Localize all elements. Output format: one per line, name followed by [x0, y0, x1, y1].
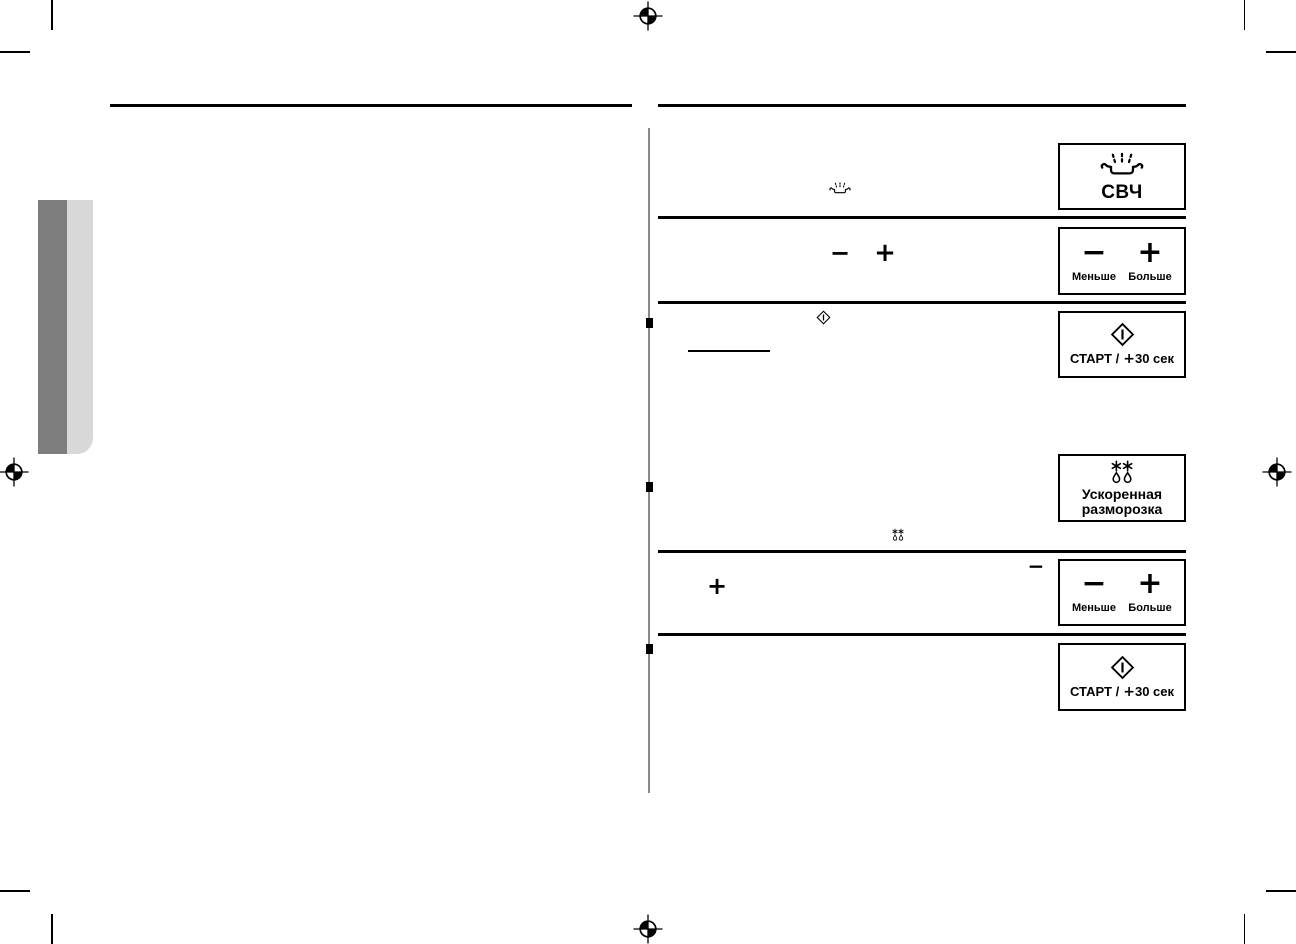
- start-diamond-icon-2: [1110, 655, 1135, 680]
- inline-defrost-icon: [890, 528, 906, 543]
- minus-label: Меньше: [1072, 270, 1116, 283]
- crop-mark-top-left-h: [0, 51, 30, 53]
- inline-start-diamond-icon: [816, 310, 831, 325]
- plus-label-2: Больше: [1128, 602, 1172, 614]
- start-label-suffix-2: 30 сек: [1134, 683, 1175, 699]
- plus-icon: +: [1137, 234, 1163, 270]
- section-marker-3: [646, 644, 653, 654]
- start-button-label: СТАРТ /+30 сек: [1070, 351, 1174, 367]
- inline-minus-symbol: −: [829, 239, 851, 267]
- inline-plus-symbol-2: +: [706, 572, 728, 600]
- crop-mark-top-right-h: [1266, 51, 1296, 53]
- right-column-top-rule: [658, 104, 1186, 107]
- underline-blank: [688, 350, 770, 352]
- inline-minus-symbol-2: −: [1027, 554, 1045, 578]
- section-rule-1: [658, 216, 1186, 219]
- registration-mark-right-icon: [1262, 457, 1292, 487]
- inline-microwave-icon: [829, 180, 851, 196]
- plus-label: Больше: [1128, 270, 1172, 283]
- start-button-illustration-1: СТАРТ /+30 сек: [1058, 311, 1186, 378]
- registration-mark-top-icon: [633, 1, 663, 31]
- crop-mark-bottom-right-v: [1243, 914, 1245, 944]
- inline-plus-symbol: +: [874, 238, 896, 268]
- start-label-prefix: СТАРТ /: [1069, 351, 1120, 366]
- defrost-icon: [1107, 460, 1137, 487]
- start-label-plus-2: +: [1123, 683, 1135, 700]
- power-level-button-illustration: − Меньше + Больше: [1058, 227, 1186, 295]
- microwave-steam-icon: [1100, 149, 1144, 179]
- registration-mark-left-icon: [0, 457, 29, 487]
- minus-icon: −: [1081, 234, 1107, 270]
- start-diamond-icon: [1110, 322, 1135, 347]
- weight-button-illustration: − Меньше + Больше: [1058, 559, 1186, 626]
- start-button-label-2: СТАРТ /+30 сек: [1070, 684, 1174, 700]
- section-rule-2: [658, 301, 1186, 304]
- crop-mark-top-left-v: [51, 0, 53, 30]
- chapter-side-tab: [38, 200, 93, 454]
- crop-mark-bottom-right-h: [1266, 890, 1296, 892]
- section-rule-4: [658, 633, 1186, 636]
- chapter-side-tab-light: [67, 200, 93, 454]
- section-marker-2: [646, 482, 653, 492]
- crop-mark-bottom-left-h: [0, 890, 30, 892]
- section-rule-3: [658, 550, 1186, 553]
- section-marker-1: [646, 318, 653, 328]
- plus-column-2: + Больше: [1122, 566, 1178, 615]
- crop-mark-bottom-left-v: [51, 914, 53, 944]
- plus-column: + Больше: [1122, 234, 1178, 283]
- minus-plus-row: − Меньше + Больше: [1066, 234, 1178, 283]
- defrost-label-line1: Ускоренная: [1081, 485, 1163, 502]
- column-divider: [648, 128, 650, 793]
- minus-column-2: − Меньше: [1066, 566, 1122, 615]
- defrost-button-illustration: Ускоренная разморозка: [1058, 454, 1186, 522]
- left-column-top-rule: [110, 104, 632, 107]
- microwave-button-illustration: СВЧ: [1058, 143, 1186, 210]
- minus-icon-2: −: [1081, 566, 1107, 601]
- start-label-plus: +: [1123, 351, 1135, 367]
- minus-plus-row-2: − Меньше + Больше: [1066, 566, 1178, 615]
- crop-mark-top-right-v: [1243, 0, 1245, 30]
- start-button-illustration-2: СТАРТ /+30 сек: [1058, 643, 1186, 711]
- chapter-side-tab-dark: [38, 200, 67, 454]
- start-label-suffix: 30 сек: [1134, 351, 1175, 366]
- registration-mark-bottom-icon: [633, 914, 663, 944]
- microwave-button-label: СВЧ: [1101, 182, 1143, 203]
- plus-icon-2: +: [1137, 566, 1163, 601]
- defrost-label-line2: разморозка: [1081, 500, 1163, 517]
- minus-label-2: Меньше: [1072, 602, 1116, 614]
- minus-column: − Меньше: [1066, 234, 1122, 283]
- start-label-prefix-2: СТАРТ /: [1069, 683, 1120, 699]
